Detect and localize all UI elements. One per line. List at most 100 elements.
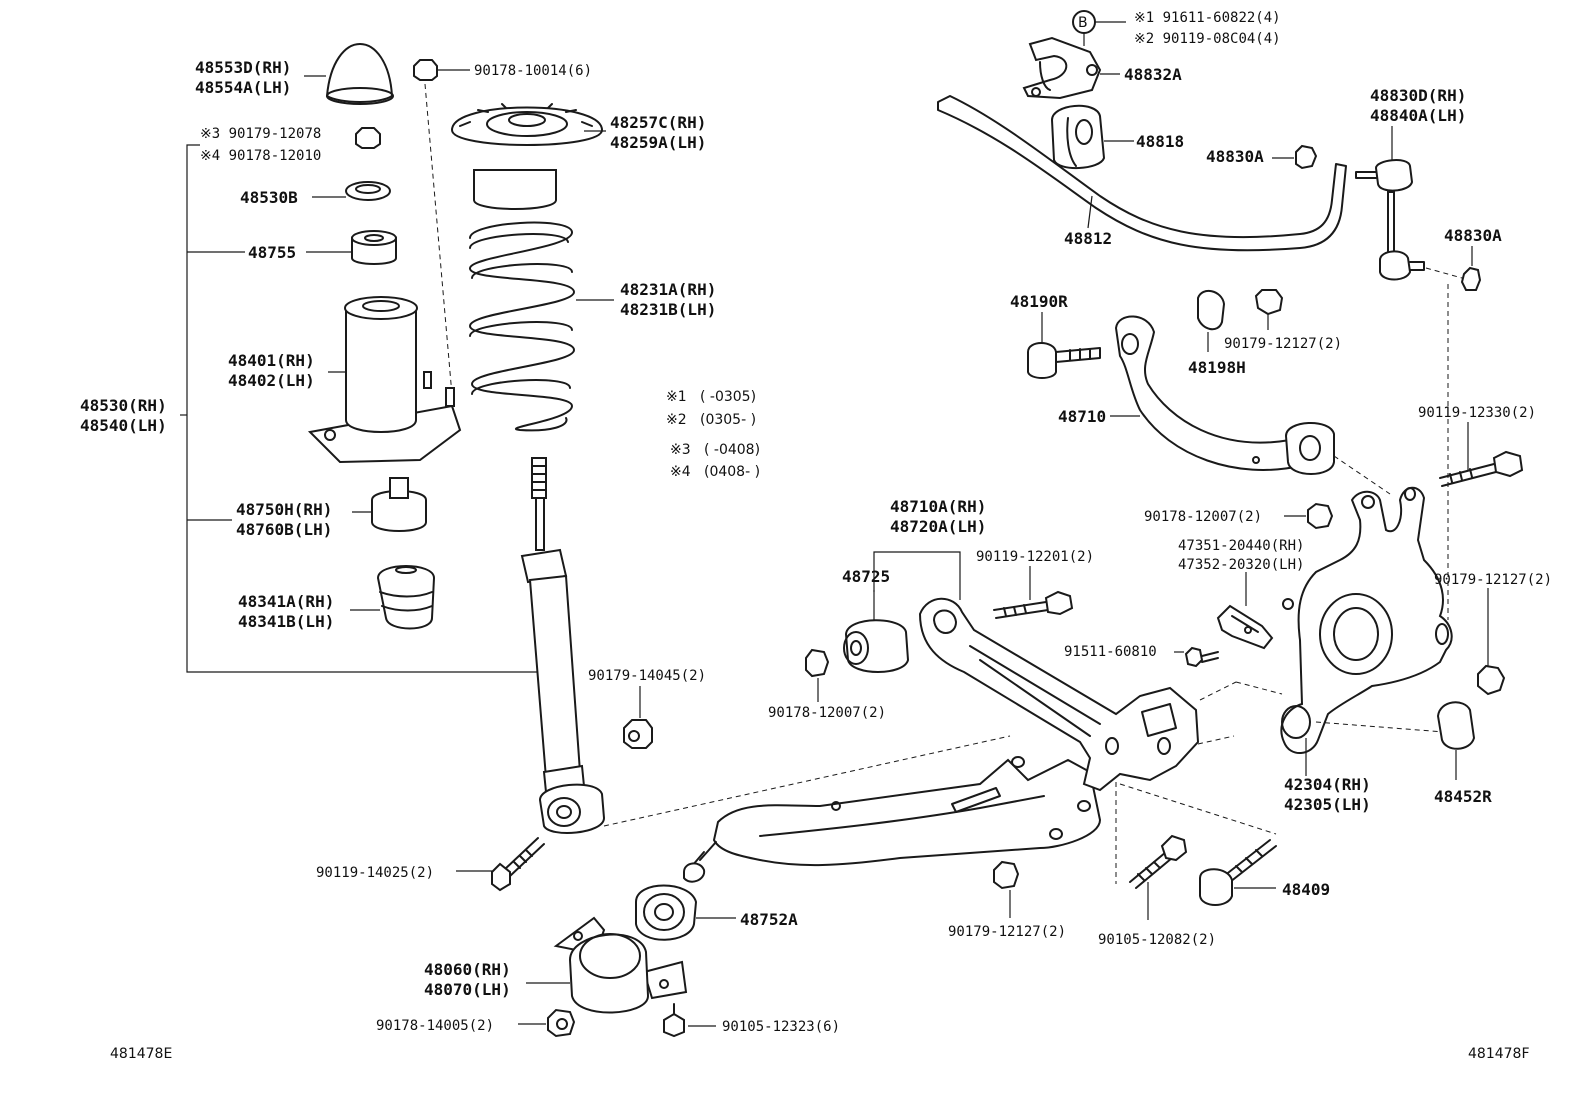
note-1-text: ( -0305): [700, 389, 756, 405]
stabilizer-link-48830D-drawing: [1355, 126, 1425, 281]
part-label-48710A: 48710A(RH): [890, 497, 986, 516]
nut-90178-12007-upper-drawing: [1284, 502, 1334, 530]
part-label-90179-14045: 90179-14045(2): [588, 668, 706, 684]
part-label-48720A: 48720A(LH): [890, 517, 986, 536]
part-label-48259A: 48259A(LH): [610, 133, 706, 152]
arm-48710A-lead: [873, 551, 961, 600]
part-label-48190R: 48190R: [1010, 292, 1068, 311]
part-label-48341B: 48341B(LH): [238, 612, 334, 631]
drawing-number-left: 481478E: [110, 1046, 172, 1062]
bushing-48752A-drawing: [635, 884, 736, 941]
part-label-48341A: 48341A(RH): [238, 592, 334, 611]
part-label-48530: 48530(RH): [80, 396, 167, 415]
part-label-48401: 48401(RH): [228, 351, 315, 370]
part-label-48070: 48070(LH): [424, 980, 511, 999]
upper-arm-48710-drawing: [1110, 315, 1391, 495]
bolt-91511-60810-drawing: [1174, 646, 1219, 668]
part-label-48710: 48710: [1058, 407, 1106, 426]
part-label-48830D: 48830D(RH): [1370, 86, 1466, 105]
part-label-91511-60810: 91511-60810: [1064, 644, 1157, 660]
part-label-48198H: 48198H: [1188, 358, 1246, 377]
part-label-90119-08C04: ※2 90119-08C04(4): [1134, 31, 1281, 47]
part-label-90178-14005: 90178-14005(2): [376, 1018, 494, 1034]
callout-B-letter: B: [1078, 15, 1088, 31]
bolt-90119-12330-drawing: [1439, 422, 1524, 487]
part-label-90178-12007-upper: 90178-12007(2): [1144, 509, 1262, 525]
part-label-90179-12127-bottom: 90179-12127(2): [948, 924, 1066, 940]
part-label-42304: 42304(RH): [1284, 775, 1371, 794]
cam-bolt-48190R-drawing: [1027, 312, 1101, 379]
part-label-90105-12082: 90105-12082(2): [1098, 932, 1216, 948]
part-label-90179-12127-right: 90179-12127(2): [1434, 572, 1552, 588]
note-4-key: ※4: [670, 464, 691, 480]
part-label-48755: 48755: [248, 243, 296, 262]
spacer-48755-drawing: [306, 230, 397, 265]
bolt-90119-12201-drawing: [993, 566, 1074, 619]
bound-stopper-48750H-drawing: [352, 477, 427, 532]
lateral-arm-48710A-drawing: [918, 597, 1277, 884]
nut-90178-12007-lower-drawing: [805, 648, 830, 702]
part-label-48231B: 48231B(LH): [620, 300, 716, 319]
part-label-90105-12323: 90105-12323(6): [722, 1019, 840, 1035]
nut-48830A-upper-drawing: [1272, 144, 1318, 170]
part-label-48818: 48818: [1136, 132, 1184, 151]
knuckle-42304-drawing: [1199, 486, 1453, 776]
coil-spring-48231A-drawing: [469, 221, 614, 432]
bolt-90119-14025-drawing: [456, 837, 545, 892]
part-label-48830A-upper: 48830A: [1206, 147, 1264, 166]
nut-90179-12127-bottom-drawing: [993, 860, 1020, 918]
part-label-90119-14025: 90119-14025(2): [316, 865, 434, 881]
nut-90179-12078-drawing: [355, 127, 381, 149]
part-label-90178-12007-lower: 90178-12007(2): [768, 705, 886, 721]
stabilizer-bushing-48818-drawing: [1050, 104, 1134, 170]
part-label-90178-10014: 90178-10014(6): [474, 63, 592, 79]
nut-90178-14005-drawing: [518, 1008, 576, 1038]
part-label-90179-12127-upper: 90179-12127(2): [1224, 336, 1342, 352]
part-label-48231A: 48231A(RH): [620, 280, 716, 299]
note-3-key: ※3: [670, 442, 691, 458]
cam-plate-48198H-drawing: [1197, 289, 1226, 352]
part-label-48452R: 48452R: [1434, 787, 1492, 806]
part-label-48812: 48812: [1064, 229, 1112, 248]
part-label-90178-12010: ※4 90178-12010: [200, 148, 321, 164]
nut-90178-10014-drawing: [413, 59, 470, 396]
drawing-number-right: 481478F: [1468, 1046, 1530, 1062]
part-label-48725: 48725: [842, 567, 890, 586]
part-label-90119-12201: 90119-12201(2): [976, 549, 1094, 565]
part-label-48750H: 48750H(RH): [236, 500, 332, 519]
note-3-text: ( -0408): [704, 442, 760, 458]
part-label-48553D: 48553D(RH): [195, 58, 291, 77]
part-label-48530B: 48530B: [240, 188, 298, 207]
spring-insulator-48341A-drawing: [350, 565, 436, 630]
nut-90179-14045-drawing: [623, 686, 653, 749]
stabilizer-bar-48812-drawing: [937, 95, 1347, 252]
part-label-91611-60822: ※1 91611-60822(4): [1134, 10, 1281, 26]
part-label-48840A: 48840A(LH): [1370, 106, 1466, 125]
bolt-90105-12323-drawing: [663, 1003, 716, 1038]
part-label-42305: 42305(LH): [1284, 795, 1371, 814]
part-label-47352: 47352-20320(LH): [1178, 557, 1304, 573]
support-mount-48401-drawing: [307, 296, 462, 464]
bracket-48060-drawing: [526, 916, 688, 1014]
cam-bolt-48409-drawing: [1199, 839, 1277, 906]
part-label-90179-12078: ※3 90179-12078: [200, 126, 321, 142]
part-label-48832A: 48832A: [1124, 65, 1182, 84]
part-label-48540: 48540(LH): [80, 416, 167, 435]
nut-90179-12127-right-drawing: [1477, 588, 1506, 696]
spring-seat-48257C-drawing: [450, 103, 606, 210]
part-label-48060: 48060(RH): [424, 960, 511, 979]
bolt-90105-12082-drawing: [1129, 834, 1188, 920]
part-label-48554A: 48554A(LH): [195, 78, 291, 97]
lower-arm-drawing: [683, 756, 1102, 883]
part-label-48409: 48409: [1282, 880, 1330, 899]
nut-48830A-lower-drawing: [1425, 246, 1482, 620]
applicability-notes: ※1 ( -0305) ※2 (0305- ) ※3 ( -0408) ※4 (…: [666, 389, 760, 480]
part-label-48257C: 48257C(RH): [610, 113, 706, 132]
bushing-48725-drawing: [843, 590, 910, 673]
note-2-text: (0305- ): [700, 412, 756, 428]
nut-90179-12127-upper-drawing: [1254, 289, 1284, 330]
bump-stopper-cap-drawing: [304, 42, 394, 105]
assembly-bracket: [180, 144, 540, 673]
stabilizer-bracket-48832A-drawing: [1022, 36, 1120, 100]
